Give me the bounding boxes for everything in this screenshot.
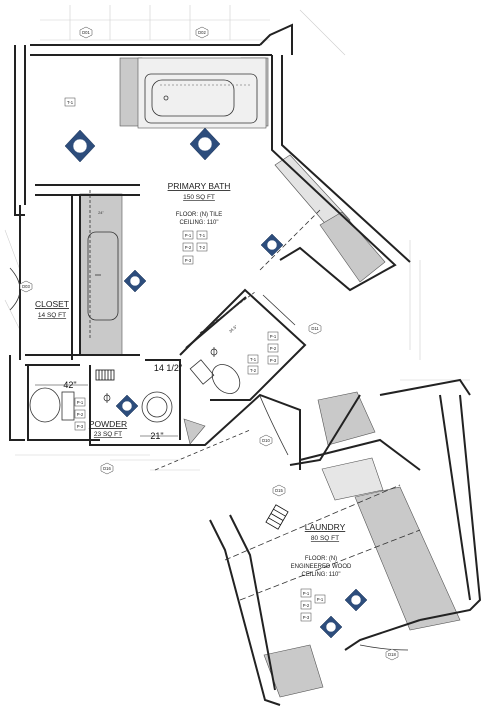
shower-finish-tag-4: T-2 bbox=[250, 368, 257, 373]
svg-text:D03: D03 bbox=[22, 284, 30, 289]
svg-text:D10: D10 bbox=[262, 438, 270, 443]
room-name-laundry: LAUNDRY bbox=[305, 522, 346, 532]
laundry-floor-cab bbox=[263, 644, 324, 698]
elevation-marker-closet bbox=[123, 269, 147, 293]
walls bbox=[9, 23, 482, 706]
room-area-closet: 14 SQ FT bbox=[38, 312, 66, 319]
elevation-markers bbox=[64, 127, 368, 639]
floor-note-primary-bath: FLOOR: (N) TILE bbox=[176, 212, 223, 218]
elevation-marker-tub bbox=[189, 127, 221, 161]
door-tag-d15: D15 bbox=[272, 484, 286, 497]
shower-finish-tag-3: P-2 bbox=[270, 346, 277, 351]
svg-text:D11: D11 bbox=[311, 326, 319, 331]
dimension-14-half: 14 1/2" bbox=[154, 363, 182, 373]
shower-finish-tag-5: P-3 bbox=[270, 358, 277, 363]
gray-fills bbox=[79, 57, 461, 698]
door-tag-d03: D03 bbox=[19, 280, 33, 293]
door-tag-d16: D16 bbox=[100, 462, 114, 475]
door-tags: D01 D02 D03 D16 D10 D11 D15 D18 bbox=[19, 26, 399, 661]
laundry-finish-tag-1: P-1 bbox=[303, 591, 310, 596]
context-lines bbox=[4, 5, 470, 471]
floor-material-laundry: ENGINEERED WOOD bbox=[291, 564, 352, 570]
tub-deck bbox=[137, 57, 267, 129]
bathtub bbox=[144, 73, 258, 124]
shower-bench bbox=[274, 154, 351, 236]
powder-corner bbox=[183, 418, 206, 445]
laundry-label: LAUNDRY 80 SQ FT FLOOR: (N) ENGINEERED W… bbox=[291, 522, 352, 578]
door-tag-d01: D01 bbox=[79, 26, 93, 39]
bath-finish-tag-3: P-2 bbox=[185, 245, 192, 250]
ceiling-note-laundry: CEILING: 110" bbox=[301, 572, 340, 578]
door-tag-d18: D18 bbox=[385, 648, 399, 661]
svg-text:D01: D01 bbox=[82, 30, 90, 35]
shower-finish-tag-1: T-1 bbox=[250, 357, 257, 362]
dimension-24: 24" bbox=[98, 210, 104, 215]
door-tag-d10: D10 bbox=[259, 434, 273, 447]
laundry-top bbox=[321, 457, 384, 501]
vanity-counter bbox=[79, 193, 123, 356]
shower-toilet bbox=[211, 364, 241, 394]
finish-tags: T-1 P-1 T-1 P-2 T-2 P-3 T-1 P-1 P-2 T-2 … bbox=[64, 97, 326, 622]
svg-text:D16: D16 bbox=[103, 466, 111, 471]
elevation-marker-laundry-2 bbox=[319, 615, 343, 639]
bath-finish-tag-4: T-2 bbox=[199, 245, 206, 250]
ceiling-note-primary-bath: CEILING: 110" bbox=[179, 220, 218, 226]
vanity-sink bbox=[87, 231, 119, 321]
shower-seat bbox=[319, 211, 386, 283]
elevation-marker-powder bbox=[115, 394, 139, 418]
bath-finish-tag-1: P-1 bbox=[185, 233, 192, 238]
closet-label: CLOSET 14 SQ FT bbox=[35, 299, 69, 319]
elevation-marker-vanity bbox=[64, 129, 96, 163]
room-name-primary-bath: PRIMARY BATH bbox=[168, 181, 231, 191]
tub-finish-tag: T-1 bbox=[67, 100, 74, 105]
fixture-lines bbox=[9, 73, 421, 651]
room-area-primary-bath: 150 SQ FT bbox=[183, 194, 215, 201]
laundry-counter bbox=[354, 486, 461, 631]
dimension-21: 21" bbox=[150, 431, 163, 441]
powder-toilet bbox=[29, 387, 61, 423]
primary-bath-label: PRIMARY BATH 150 SQ FT FLOOR: (N) TILE C… bbox=[168, 181, 231, 226]
room-area-powder: 23 SQ FT bbox=[94, 431, 122, 438]
dimensions: 42" 14 1/2" 21" 24" 36.5" bbox=[35, 210, 239, 441]
vent-grilles bbox=[95, 369, 289, 530]
bath-finish-tag-5: P-3 bbox=[185, 258, 192, 263]
floor-note-laundry: FLOOR: (N) bbox=[305, 556, 337, 562]
powder-finish-tag-3: P-3 bbox=[77, 424, 84, 429]
powder-sink bbox=[141, 391, 173, 423]
shower-finish-tag-2: P-1 bbox=[270, 334, 277, 339]
door-tag-d11: D11 bbox=[308, 322, 322, 335]
elevation-marker-shower bbox=[260, 233, 284, 257]
laundry-finish-tag-3: P-2 bbox=[303, 603, 310, 608]
elevation-marker-laundry-1 bbox=[344, 588, 368, 612]
svg-text:D18: D18 bbox=[388, 652, 396, 657]
dimension-42: 42" bbox=[63, 380, 76, 390]
bathtub-inner bbox=[151, 79, 235, 117]
laundry-finish-tag-4: P-3 bbox=[303, 615, 310, 620]
powder-finish-tag-2: P-2 bbox=[77, 412, 84, 417]
room-name-powder: POWDER bbox=[89, 419, 127, 429]
room-name-closet: CLOSET bbox=[35, 299, 69, 309]
centerline-symbols bbox=[103, 347, 218, 403]
door-tag-d02: D02 bbox=[195, 26, 209, 39]
room-area-laundry: 80 SQ FT bbox=[311, 535, 339, 542]
dimension-36: 36.5" bbox=[228, 324, 239, 334]
bath-finish-tag-2: T-1 bbox=[199, 233, 206, 238]
powder-finish-tag-1: P-1 bbox=[77, 400, 84, 405]
svg-text:D02: D02 bbox=[198, 30, 206, 35]
powder-label: POWDER 23 SQ FT bbox=[89, 419, 127, 438]
laundry-finish-tag-2: P-1 bbox=[317, 597, 324, 602]
svg-text:D15: D15 bbox=[275, 488, 283, 493]
